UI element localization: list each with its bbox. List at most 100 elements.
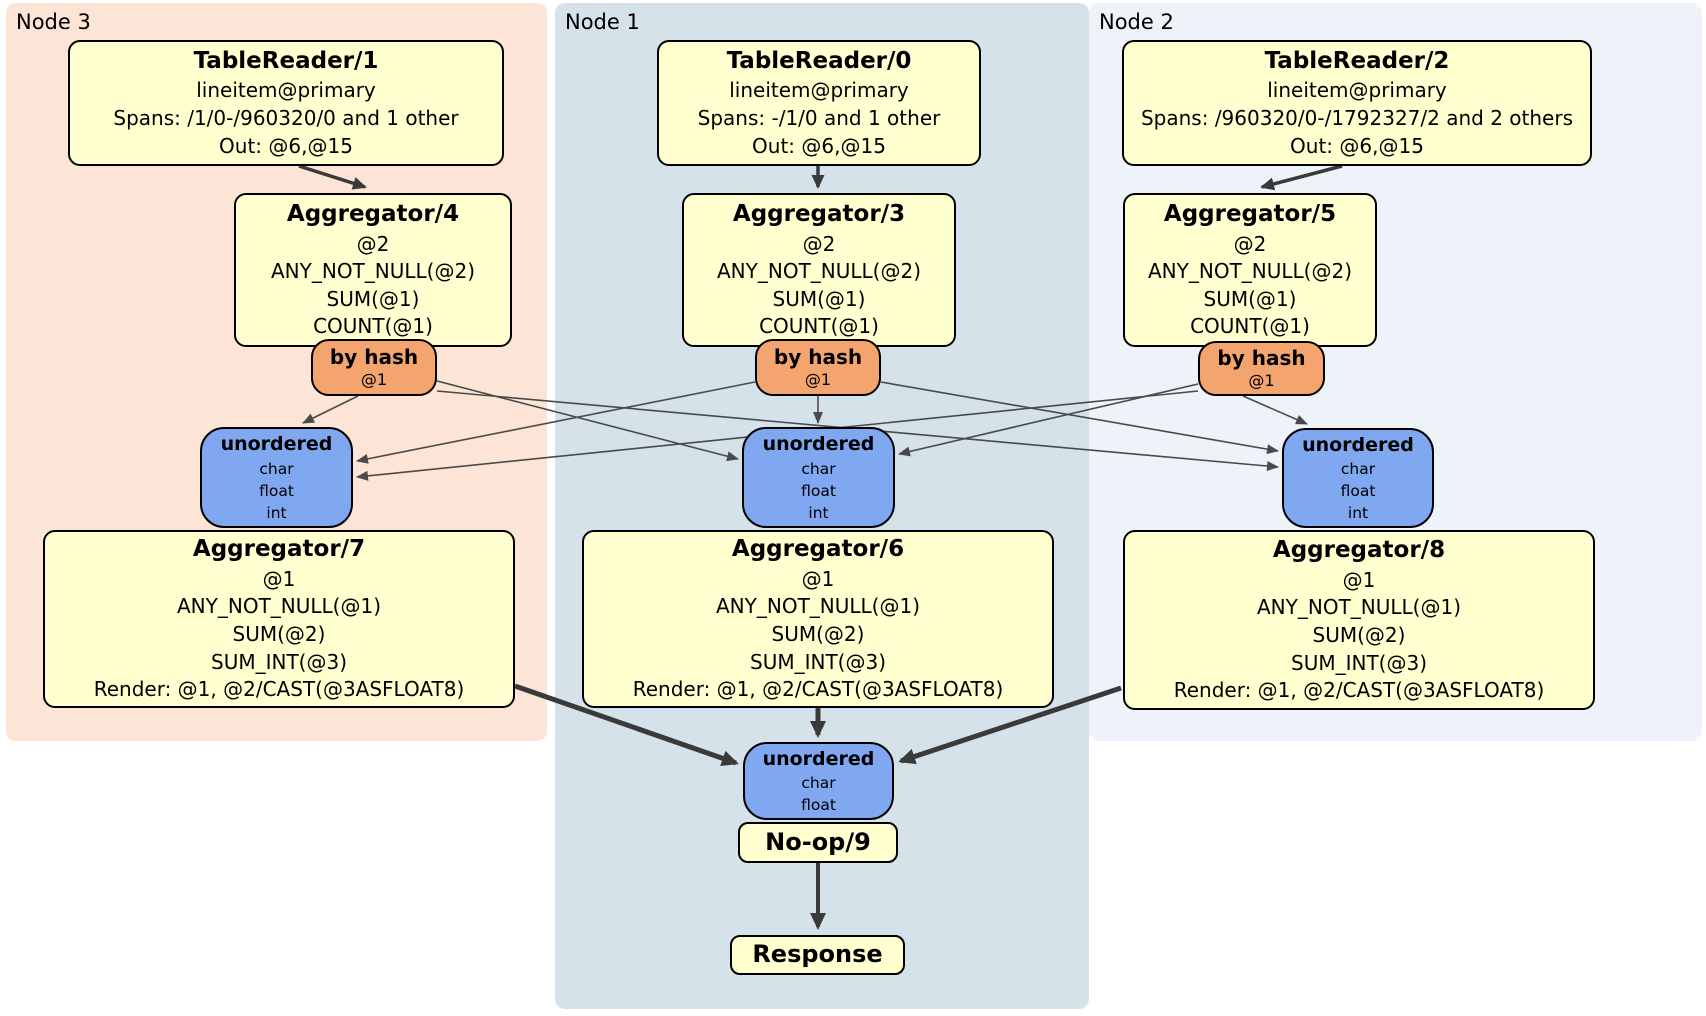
aggregator-8-fn: ANY_NOT_NULL(@1) xyxy=(1257,595,1461,620)
unordered-sync-node2: unordered char float int xyxy=(1282,428,1434,528)
unordered-sync-node1: unordered char float int xyxy=(742,427,895,528)
hash-router-node2: by hash @1 xyxy=(1198,341,1325,396)
sync-title: unordered xyxy=(762,433,875,456)
aggregator-5-fn: ANY_NOT_NULL(@2) xyxy=(1148,259,1352,284)
tablereader-0-box: TableReader/0 lineitem@primary Spans: -/… xyxy=(657,40,981,166)
tablereader-0-title: TableReader/0 xyxy=(726,47,912,74)
tablereader-2-title: TableReader/2 xyxy=(1264,47,1450,74)
aggregator-6-fn: ANY_NOT_NULL(@1) xyxy=(716,594,920,619)
aggregator-8-fn: SUM_INT(@3) xyxy=(1291,650,1427,675)
sync-stream: char xyxy=(801,459,836,478)
aggregator-4-fn: ANY_NOT_NULL(@2) xyxy=(271,259,475,284)
aggregator-7-fn: ANY_NOT_NULL(@1) xyxy=(177,594,381,619)
tablereader-0-out: Out: @6,@15 xyxy=(752,133,886,158)
aggregator-7-title: Aggregator/7 xyxy=(192,536,366,563)
sync-stream: float xyxy=(801,481,836,500)
sync-stream: float xyxy=(801,796,836,815)
sync-title: unordered xyxy=(220,433,333,456)
aggregator-8-box: Aggregator/8 @1 ANY_NOT_NULL(@1) SUM(@2)… xyxy=(1123,530,1595,710)
aggregator-3-box: Aggregator/3 @2 ANY_NOT_NULL(@2) SUM(@1)… xyxy=(682,193,956,347)
aggregator-3-group: @2 xyxy=(802,231,836,256)
hash-router-title: by hash xyxy=(329,345,419,369)
tablereader-2-box: TableReader/2 lineitem@primary Spans: /9… xyxy=(1122,40,1592,166)
aggregator-6-fn: SUM(@2) xyxy=(771,622,865,647)
aggregator-5-box: Aggregator/5 @2 ANY_NOT_NULL(@2) SUM(@1)… xyxy=(1123,193,1377,347)
aggregator-4-box: Aggregator/4 @2 ANY_NOT_NULL(@2) SUM(@1)… xyxy=(234,193,512,347)
aggregator-8-render: Render: @1, @2/CAST(@3ASFLOAT8) xyxy=(1173,678,1545,703)
aggregator-8-group: @1 xyxy=(1342,567,1376,592)
tablereader-1-index: lineitem@primary xyxy=(196,78,376,103)
aggregator-6-box: Aggregator/6 @1 ANY_NOT_NULL(@1) SUM(@2)… xyxy=(582,530,1054,708)
tablereader-2-index: lineitem@primary xyxy=(1267,78,1447,103)
unordered-sync-final: unordered char float xyxy=(743,742,894,820)
hash-router-columns: @1 xyxy=(804,370,832,389)
aggregator-7-fn: SUM_INT(@3) xyxy=(211,649,347,674)
hash-router-title: by hash xyxy=(773,345,863,369)
aggregator-6-fn: SUM_INT(@3) xyxy=(750,649,886,674)
aggregator-3-fn: SUM(@1) xyxy=(772,286,866,311)
unordered-sync-node3: unordered char float int xyxy=(200,427,353,528)
tablereader-0-index: lineitem@primary xyxy=(729,78,909,103)
aggregator-8-fn: SUM(@2) xyxy=(1312,623,1406,648)
node-3-label: Node 3 xyxy=(16,10,91,34)
sync-stream: int xyxy=(266,503,287,522)
tablereader-2-spans: Spans: /960320/0-/1792327/2 and 2 others xyxy=(1140,106,1573,131)
aggregator-7-box: Aggregator/7 @1 ANY_NOT_NULL(@1) SUM(@2)… xyxy=(43,530,515,708)
edge-tr2-agg5 xyxy=(1260,164,1343,191)
sync-stream: float xyxy=(259,481,294,500)
sync-stream: char xyxy=(801,774,836,793)
response-box: Response xyxy=(730,935,905,975)
tablereader-1-out: Out: @6,@15 xyxy=(219,133,353,158)
tablereader-1-spans: Spans: /1/0-/960320/0 and 1 other xyxy=(113,106,459,131)
hash-router-node3: by hash @1 xyxy=(311,339,437,396)
edge-agg8-finalsync xyxy=(898,685,1122,765)
sync-title: unordered xyxy=(1302,433,1414,456)
edge-agg7-finalsync xyxy=(514,683,739,766)
aggregator-6-render: Render: @1, @2/CAST(@3ASFLOAT8) xyxy=(632,677,1004,702)
aggregator-6-title: Aggregator/6 xyxy=(731,536,905,563)
aggregator-4-title: Aggregator/4 xyxy=(286,200,460,227)
aggregator-7-group: @1 xyxy=(262,566,296,591)
aggregator-4-group: @2 xyxy=(356,231,390,256)
aggregator-7-fn: SUM(@2) xyxy=(232,622,326,647)
edge-router2-sync2 xyxy=(1242,395,1308,425)
aggregator-6-group: @1 xyxy=(801,566,835,591)
node-1-label: Node 1 xyxy=(565,10,640,34)
response-title: Response xyxy=(752,940,883,969)
tablereader-1-box: TableReader/1 lineitem@primary Spans: /1… xyxy=(68,40,504,166)
hash-router-columns: @1 xyxy=(360,370,388,389)
sync-stream: char xyxy=(1340,460,1376,479)
sync-stream: int xyxy=(1347,504,1369,523)
edge-router1-sync3 xyxy=(356,381,756,464)
tablereader-0-spans: Spans: -/1/0 and 1 other xyxy=(697,106,941,131)
edge-router1-sync2 xyxy=(880,381,1279,455)
sync-title: unordered xyxy=(762,747,875,770)
edge-router2-sync1 xyxy=(898,383,1199,457)
aggregator-8-title: Aggregator/8 xyxy=(1272,537,1446,564)
sync-stream: float xyxy=(1340,482,1376,501)
noop-title: No-op/9 xyxy=(765,827,871,856)
edge-router3-sync1 xyxy=(436,380,739,462)
sync-stream: char xyxy=(259,459,294,478)
aggregator-5-fn: SUM(@1) xyxy=(1203,286,1297,311)
aggregator-3-title: Aggregator/3 xyxy=(732,200,906,227)
edge-tr1-agg4 xyxy=(298,164,367,190)
aggregator-4-fn: SUM(@1) xyxy=(326,286,420,311)
aggregator-3-fn: ANY_NOT_NULL(@2) xyxy=(717,259,921,284)
sync-stream: int xyxy=(808,503,829,522)
noop-box: No-op/9 xyxy=(738,822,898,863)
hash-router-node1: by hash @1 xyxy=(755,339,881,396)
tablereader-2-out: Out: @6,@15 xyxy=(1290,133,1424,158)
aggregator-5-group: @2 xyxy=(1233,231,1267,256)
hash-router-title: by hash xyxy=(1217,346,1306,370)
aggregator-3-fn: COUNT(@1) xyxy=(759,314,879,339)
node-2-label: Node 2 xyxy=(1099,10,1174,34)
tablereader-1-title: TableReader/1 xyxy=(193,47,379,74)
aggregator-7-render: Render: @1, @2/CAST(@3ASFLOAT8) xyxy=(93,677,465,702)
edge-router3-sync3 xyxy=(302,395,359,424)
aggregator-5-title: Aggregator/5 xyxy=(1163,200,1337,227)
aggregator-5-fn: COUNT(@1) xyxy=(1190,314,1310,339)
aggregator-4-fn: COUNT(@1) xyxy=(313,314,433,339)
